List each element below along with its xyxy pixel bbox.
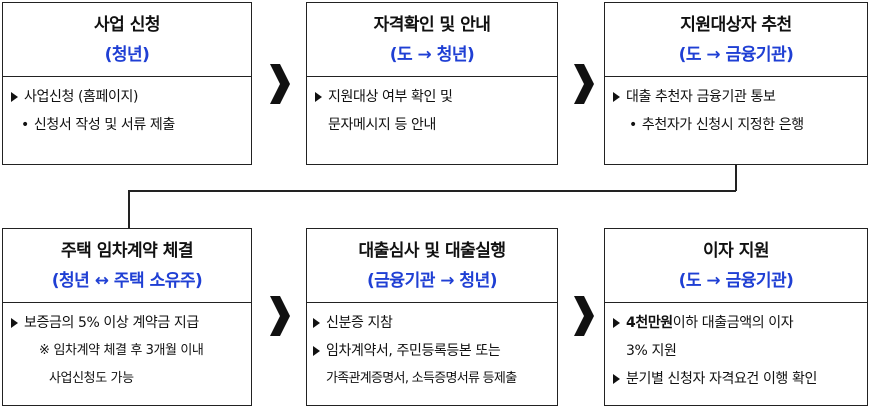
step-item: 보증금의 5% 이상 계약금 지급 bbox=[11, 313, 245, 333]
step-body: 대출 추천자 금융기관 통보 • 추천자가 신청시 지정한 은행 bbox=[605, 77, 867, 135]
step-body: 사업신청 (홈페이지) • 신청서 작성 및 서류 제출 bbox=[3, 77, 251, 135]
note-mark-icon: ※ bbox=[39, 343, 50, 358]
step-item-text: 신분증 지참 bbox=[326, 315, 393, 331]
step-box-recommend: 지원대상자 추천 (도 → 금융기관) 대출 추천자 금융기관 통보 • 추천자… bbox=[604, 2, 868, 165]
step-item-text: 지원대상 여부 확인 및 bbox=[328, 89, 453, 105]
triangle-bullet-icon bbox=[613, 92, 620, 102]
step-item: 4천만원 이하 대출금액의 이자 bbox=[613, 313, 861, 333]
step-header: 사업 신청 (청년) bbox=[3, 3, 251, 77]
step-item-text: 추천자가 신청시 지정한 은행 bbox=[641, 117, 804, 133]
triangle-bullet-icon bbox=[613, 318, 620, 328]
step-box-loan-review: 대출심사 및 대출실행 (금융기관 → 청년) 신분증 지참 임차계약서, 주민… bbox=[306, 228, 558, 406]
step-item-text: 대출 추천자 금융기관 통보 bbox=[626, 89, 776, 105]
step-note-text: 임차계약 체결 후 3개월 이내 bbox=[53, 343, 204, 358]
chevron-right-icon bbox=[270, 64, 290, 104]
step-item-text: 사업신청 (홈페이지) bbox=[24, 89, 139, 105]
dot-bullet-icon: • bbox=[21, 117, 29, 133]
step-box-interest-support: 이자 지원 (도 → 금융기관) 4천만원 이하 대출금액의 이자 3% 지원 … bbox=[604, 228, 868, 406]
step-item: 분기별 신청자 자격요건 이행 확인 bbox=[613, 369, 861, 389]
triangle-bullet-icon bbox=[315, 92, 322, 102]
step-item: 대출 추천자 금융기관 통보 bbox=[613, 87, 861, 107]
step-item-text: 이하 대출금액의 이자 bbox=[672, 315, 794, 331]
step-header: 자격확인 및 안내 (도 → 청년) bbox=[307, 3, 557, 77]
step-note-continued: 사업신청도 가능 bbox=[11, 369, 245, 389]
step-actor: (도 → 청년) bbox=[389, 44, 475, 65]
step-item: 사업신청 (홈페이지) bbox=[11, 87, 245, 107]
step-subitem: • 추천자가 신청시 지정한 은행 bbox=[613, 115, 861, 135]
step-note: ※ 임차계약 체결 후 3개월 이내 bbox=[11, 341, 245, 361]
step-item-text: 3% 지원 bbox=[626, 343, 677, 359]
step-box-apply: 사업 신청 (청년) 사업신청 (홈페이지) • 신청서 작성 및 서류 제출 bbox=[2, 2, 252, 165]
connector-line-drop bbox=[128, 190, 130, 228]
triangle-bullet-icon bbox=[11, 318, 18, 328]
step-item-text: 문자메시지 등 안내 bbox=[328, 117, 436, 133]
chevron-right-icon bbox=[574, 64, 594, 104]
step-note-text: 사업신청도 가능 bbox=[49, 371, 134, 386]
step-item-continued: 3% 지원 bbox=[613, 341, 861, 361]
step-actor: (청년) bbox=[104, 44, 150, 65]
step-title: 자격확인 및 안내 bbox=[373, 14, 491, 35]
step-title: 이자 지원 bbox=[703, 240, 769, 261]
step-header: 대출심사 및 대출실행 (금융기관 → 청년) bbox=[307, 229, 557, 303]
loan-limit-amount: 4천만원 bbox=[626, 315, 673, 331]
step-actor: (금융기관 → 청년) bbox=[367, 270, 497, 291]
step-body: 보증금의 5% 이상 계약금 지급 ※ 임차계약 체결 후 3개월 이내 사업신… bbox=[3, 303, 251, 389]
step-body: 지원대상 여부 확인 및 문자메시지 등 안내 bbox=[307, 77, 557, 135]
step-item-text: 보증금의 5% 이상 계약금 지급 bbox=[24, 315, 199, 331]
step-item-continued: 문자메시지 등 안내 bbox=[315, 115, 551, 135]
triangle-bullet-icon bbox=[313, 346, 320, 356]
step-header: 이자 지원 (도 → 금융기관) bbox=[605, 229, 867, 303]
step-item: 임차계약서, 주민등록등본 또는 bbox=[313, 341, 551, 361]
step-actor: (도 → 금융기관) bbox=[678, 270, 794, 291]
step-box-lease-contract: 주택 임차계약 체결 (청년 ↔ 주택 소유주) 보증금의 5% 이상 계약금 … bbox=[2, 228, 252, 406]
step-subitem: • 신청서 작성 및 서류 제출 bbox=[11, 115, 245, 135]
step-item-text: 분기별 신청자 자격요건 이행 확인 bbox=[626, 371, 817, 387]
step-item-continued: 가족관계증명서, 소득증명서류 등제출 bbox=[313, 369, 551, 389]
triangle-bullet-icon bbox=[11, 92, 18, 102]
step-item-text: 임차계약서, 주민등록등본 또는 bbox=[326, 343, 501, 359]
chevron-right-icon bbox=[270, 296, 290, 336]
step-header: 지원대상자 추천 (도 → 금융기관) bbox=[605, 3, 867, 77]
triangle-bullet-icon bbox=[313, 318, 320, 328]
triangle-bullet-icon bbox=[613, 374, 620, 384]
step-actor: (도 → 금융기관) bbox=[678, 44, 794, 65]
step-item: 지원대상 여부 확인 및 bbox=[315, 87, 551, 107]
step-item: 신분증 지참 bbox=[313, 313, 551, 333]
step-item-text: 신청서 작성 및 서류 제출 bbox=[33, 117, 175, 133]
connector-line-across bbox=[128, 190, 736, 192]
step-title: 사업 신청 bbox=[94, 14, 160, 35]
step-box-eligibility: 자격확인 및 안내 (도 → 청년) 지원대상 여부 확인 및 문자메시지 등 … bbox=[306, 2, 558, 165]
step-body: 신분증 지참 임차계약서, 주민등록등본 또는 가족관계증명서, 소득증명서류 … bbox=[307, 303, 557, 389]
step-item-text: 가족관계증명서, 소득증명서류 등제출 bbox=[326, 371, 517, 386]
step-title: 주택 임차계약 체결 bbox=[61, 240, 193, 261]
step-actor: (청년 ↔ 주택 소유주) bbox=[51, 270, 203, 291]
dot-bullet-icon: • bbox=[629, 117, 637, 133]
step-header: 주택 임차계약 체결 (청년 ↔ 주택 소유주) bbox=[3, 229, 251, 303]
chevron-right-icon bbox=[574, 296, 594, 336]
connector-line-down bbox=[735, 165, 737, 191]
step-title: 대출심사 및 대출실행 bbox=[358, 240, 506, 261]
step-title: 지원대상자 추천 bbox=[680, 14, 792, 35]
step-body: 4천만원 이하 대출금액의 이자 3% 지원 분기별 신청자 자격요건 이행 확… bbox=[605, 303, 867, 389]
